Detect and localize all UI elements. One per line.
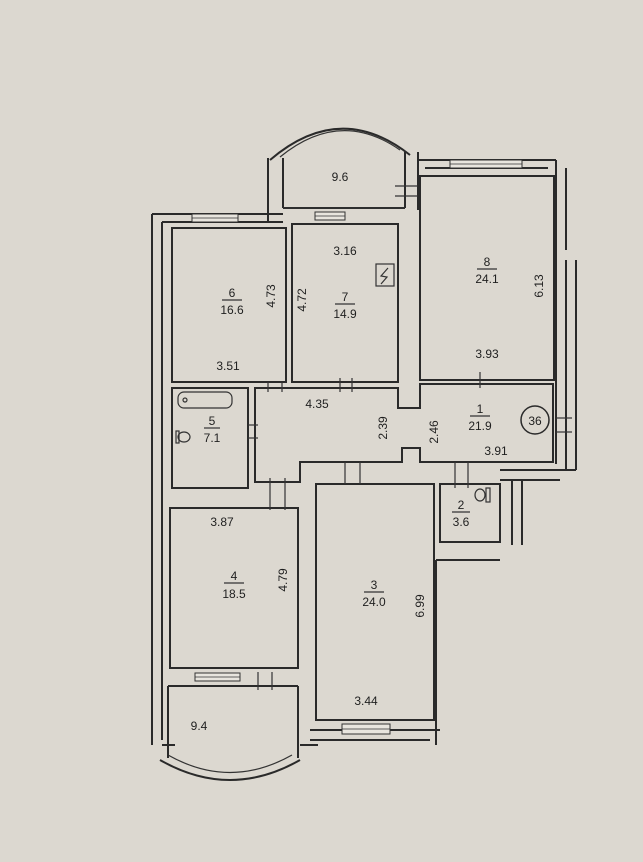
room-2-number: 2	[458, 498, 465, 512]
room-1-number: 1	[477, 402, 484, 416]
room-8-area: 24.1	[475, 272, 499, 286]
balcony-top-area: 9.6	[332, 170, 349, 184]
dim-room1-width: 3.91	[484, 444, 508, 458]
room-8-number: 8	[484, 255, 491, 269]
toilet-symbol-wc	[474, 487, 491, 503]
dim-room3-height: 6.99	[413, 594, 427, 618]
room-1-area: 21.9	[468, 419, 492, 433]
door-marks	[248, 185, 572, 690]
dim-hall-width: 4.35	[305, 397, 329, 411]
dim-room4-width: 3.87	[210, 515, 234, 529]
dim-room3-width: 3.44	[354, 694, 378, 708]
room-outlines	[168, 175, 555, 745]
room-4-area: 18.5	[222, 587, 246, 601]
dim-room6-width: 3.51	[216, 359, 240, 373]
room-6-area: 16.6	[220, 303, 244, 317]
toilet-symbol	[175, 430, 191, 444]
dim-room6-height: 4.73	[264, 284, 278, 308]
balcony-bottom	[159, 686, 301, 781]
room-labels: 1 21.9 2 3.6 3 24.0 4 18.5 5 7.1 6 16.6 …	[191, 170, 499, 733]
lightning-symbol	[375, 263, 395, 287]
room-3-number: 3	[371, 578, 378, 592]
dim-room8-width: 3.93	[475, 347, 499, 361]
dim-room4-height: 4.79	[276, 568, 290, 592]
room-6-number: 6	[229, 286, 236, 300]
room-7-area: 14.9	[333, 307, 357, 321]
dim-room7-height: 4.72	[295, 288, 309, 312]
room-5-area: 7.1	[204, 431, 221, 445]
windows	[191, 159, 523, 735]
room-7-number: 7	[342, 290, 349, 304]
balcony-bottom-area: 9.4	[191, 719, 208, 733]
bathtub-symbol	[177, 391, 233, 409]
outer-walls	[151, 152, 577, 746]
apartment-number: 36	[528, 414, 542, 428]
dim-room7-width: 3.16	[333, 244, 357, 258]
balcony-top	[269, 127, 411, 161]
room-2-area: 3.6	[453, 515, 470, 529]
dim-room1-height: 2.46	[427, 420, 441, 444]
room-3-area: 24.0	[362, 595, 386, 609]
room-4-number: 4	[231, 569, 238, 583]
apartment-number-badge: 36	[520, 405, 550, 435]
room-5-number: 5	[209, 414, 216, 428]
dimension-labels: 3.51 4.73 3.16 4.72 3.93 6.13 4.35 2.39 …	[210, 244, 546, 708]
dim-room8-height: 6.13	[532, 274, 546, 298]
dim-corridor-height: 2.39	[376, 416, 390, 440]
